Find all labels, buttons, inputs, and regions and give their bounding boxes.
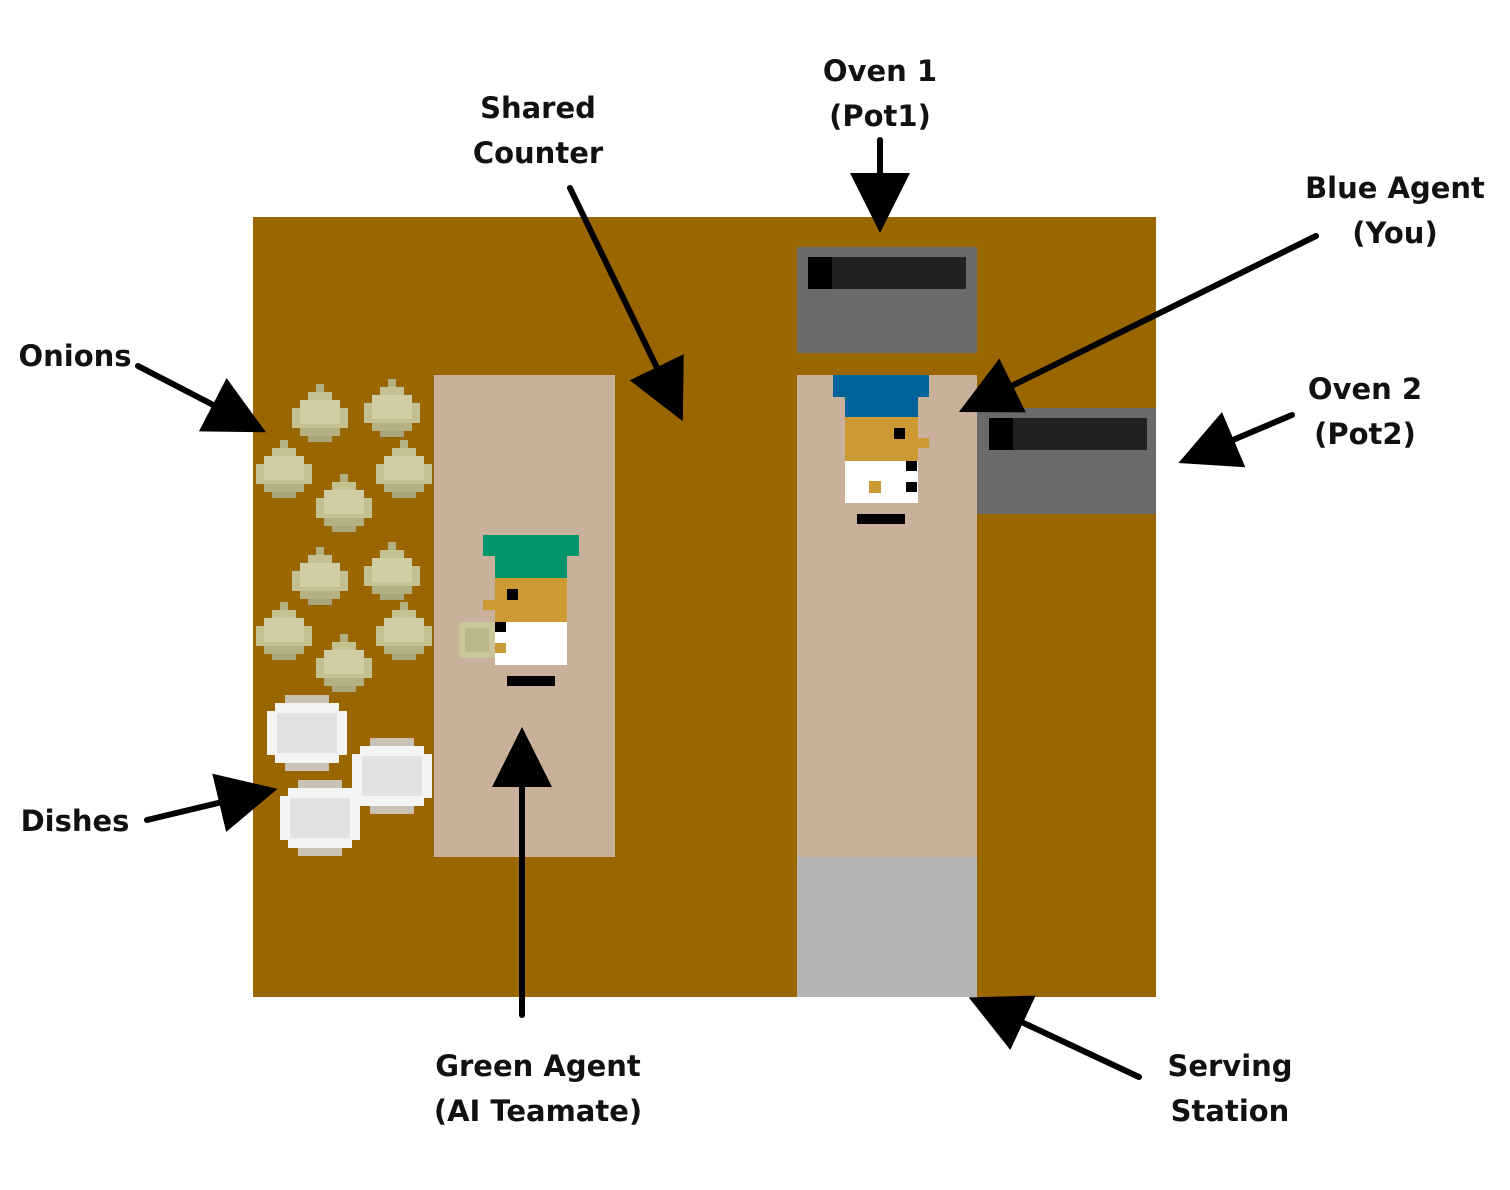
- label-oven-2: Oven 2 (Pot2): [1307, 372, 1423, 451]
- label-shared-counter: Shared Counter: [472, 91, 604, 170]
- arrow-shared-counter: [567, 185, 684, 422]
- label-onions: Onions: [18, 339, 132, 373]
- label-dishes: Dishes: [20, 804, 130, 838]
- green-agent: [459, 535, 579, 686]
- blue-agent: [833, 375, 929, 524]
- arrow-oven2: [1178, 412, 1295, 468]
- onion: [256, 602, 312, 660]
- onion: [376, 440, 432, 498]
- onion-pile: [256, 379, 432, 692]
- onion: [292, 384, 348, 442]
- onion: [376, 602, 432, 660]
- dish: [267, 695, 347, 771]
- oven-2: [977, 408, 1156, 514]
- kitchen-counter: [253, 217, 1156, 997]
- onion: [364, 542, 420, 600]
- arrow-blue-agent: [958, 233, 1319, 413]
- onion: [256, 440, 312, 498]
- arrow-serving-station: [968, 995, 1142, 1080]
- dish-stack: [267, 695, 432, 856]
- dish: [352, 738, 432, 814]
- label-serving-station: Serving Station: [1167, 1049, 1293, 1128]
- oven-1: [797, 247, 977, 353]
- onion: [364, 379, 420, 437]
- onion: [292, 547, 348, 605]
- dish: [280, 780, 360, 856]
- label-green-agent: Green Agent (AI Teamate): [433, 1049, 643, 1128]
- onion: [316, 634, 372, 692]
- onion: [316, 474, 372, 532]
- arrow-onions: [135, 363, 266, 433]
- label-oven-1: Oven 1 (Pot1): [822, 54, 938, 133]
- arrow-dishes: [144, 773, 278, 832]
- label-blue-agent: Blue Agent (You): [1305, 171, 1485, 250]
- serving-station: [797, 857, 977, 997]
